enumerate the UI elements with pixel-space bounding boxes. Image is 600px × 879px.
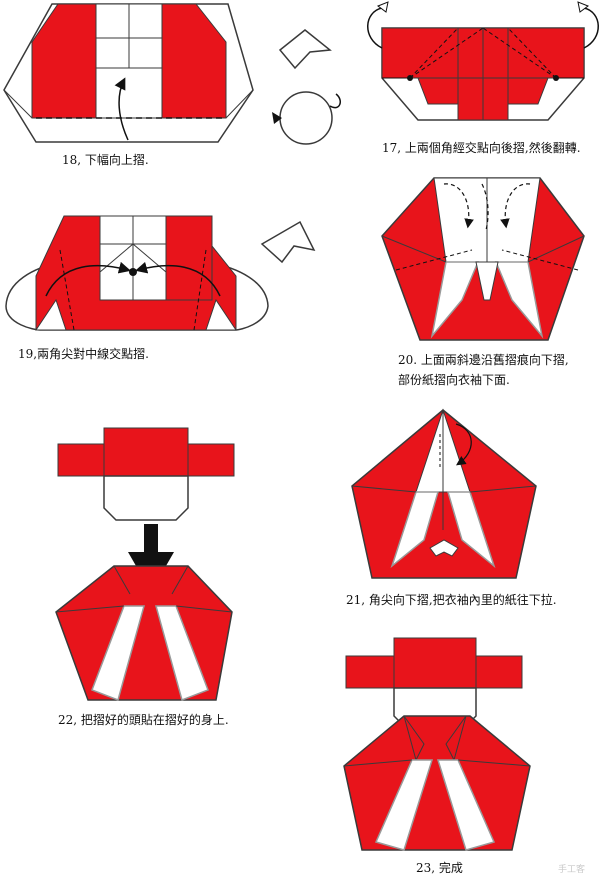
step-17-diagram xyxy=(367,1,599,121)
watermark: 手工客 xyxy=(558,865,586,875)
step-18-diagram xyxy=(3,3,254,143)
step-19-diagram xyxy=(5,215,269,331)
step-21-diagram xyxy=(351,408,537,579)
turn-over-icon xyxy=(272,91,341,145)
step-20-caption-line-2: 部份紙摺向衣袖下面. xyxy=(398,373,510,387)
step-23-diagram xyxy=(343,637,531,851)
step-20-caption-line-1: 20. 上面兩斜邊沿舊摺痕向下摺, xyxy=(398,353,569,367)
step-18-caption: 18, 下幅向上摺. xyxy=(62,153,149,167)
step-21-caption: 21, 角尖向下摺,把衣袖內里的紙往下拉. xyxy=(346,593,557,607)
step-22-caption: 22, 把摺好的頭貼在摺好的身上. xyxy=(58,713,229,727)
step-20-diagram xyxy=(381,177,585,341)
step-22-diagram xyxy=(55,427,235,701)
valley-fold-symbol-icon xyxy=(260,220,316,264)
step-17-caption: 17, 上兩個角經交點向後摺,然後翻轉. xyxy=(382,141,581,155)
valley-fold-symbol-icon xyxy=(278,29,332,70)
step-23-caption: 23, 完成 xyxy=(416,861,463,875)
step-19-caption: 19,兩角尖對中線交點摺. xyxy=(18,347,149,361)
